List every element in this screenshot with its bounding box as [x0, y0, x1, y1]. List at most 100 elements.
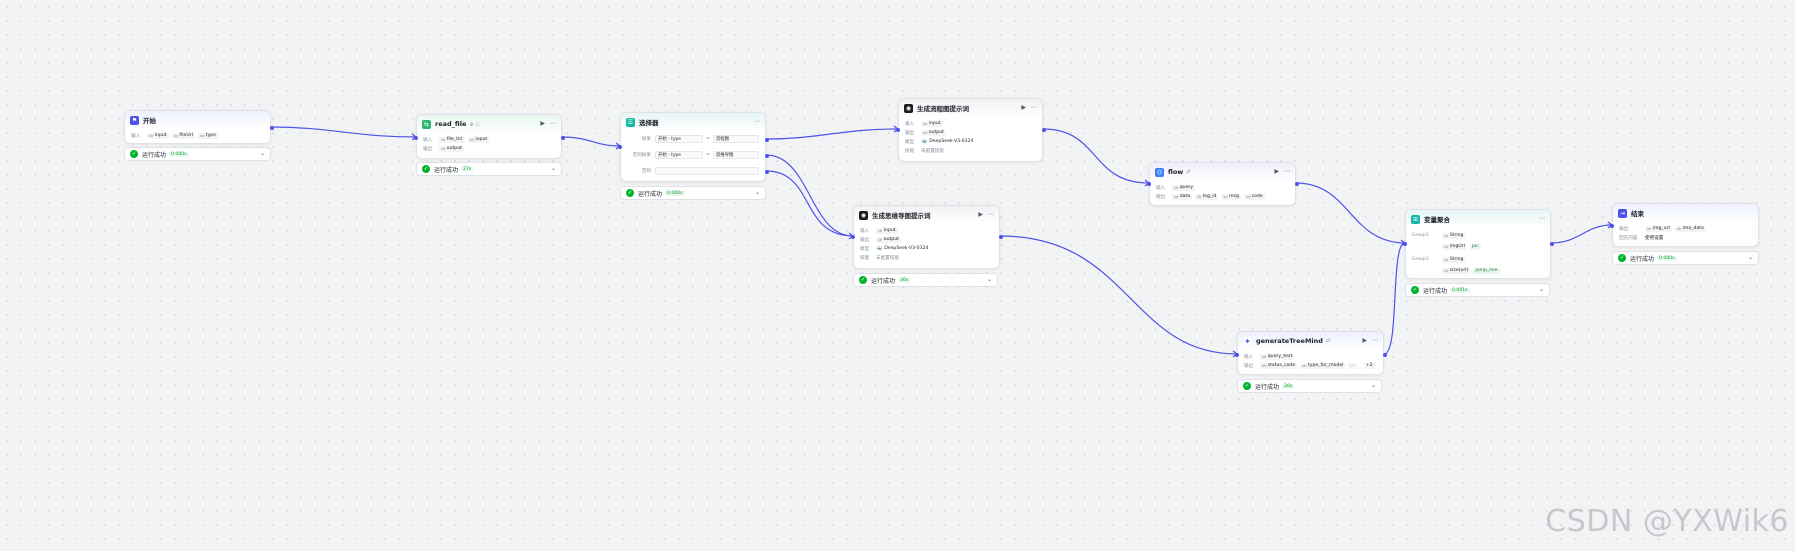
more-icon[interactable]: ⋯ — [1284, 168, 1290, 175]
more-icon[interactable]: ⋯ — [1031, 104, 1037, 111]
edge-start-readfile — [270, 126, 417, 138]
input-port[interactable] — [1235, 353, 1239, 357]
run-icon[interactable]: ▶ — [1274, 168, 1279, 175]
node-title: 开始 — [143, 117, 156, 125]
condition-elif: 否则如果 开始 - type = 思维导图 — [627, 150, 759, 159]
deepseek-icon: 🐳 — [921, 138, 928, 145]
node-selector-header: ☰ 选择器 ⋯ — [621, 113, 765, 131]
status-bar-end[interactable]: ✓ 运行成功 0.000s ⌄ — [1612, 251, 1759, 265]
input-port[interactable] — [896, 128, 900, 132]
merge-icon: ⊞ — [1411, 214, 1420, 224]
node-start-header: ⚑ 开始 — [125, 111, 270, 129]
branch-icon: ☰ — [626, 117, 635, 127]
chevron-down-icon[interactable]: ⌄ — [259, 150, 265, 157]
chevron-down-icon[interactable]: ⌄ — [754, 189, 760, 196]
run-icon[interactable]: ▶ — [1021, 104, 1026, 111]
condition-if: 如果 开始 - type = 流程图 — [627, 134, 759, 143]
check-circle-icon: ✓ — [1411, 286, 1419, 294]
check-circle-icon: ✓ — [130, 150, 138, 158]
ref-tag: jump_line — [1473, 267, 1500, 274]
chevron-down-icon[interactable]: ⌄ — [1538, 286, 1544, 293]
flag-icon: ⚑ — [130, 115, 139, 125]
param-tag: ... — [1348, 362, 1357, 369]
plugin-icon: ✦ — [1243, 336, 1252, 346]
status-bar-tree[interactable]: ✓ 运行成功 26s ⌄ — [1237, 379, 1382, 393]
output-port[interactable] — [1550, 242, 1554, 246]
input-port[interactable] — [1610, 224, 1614, 228]
plugin-icon: ⇆ — [422, 119, 431, 129]
deepseek-icon: 🐳 — [876, 245, 883, 252]
status-bar-merge[interactable]: ✓ 运行成功 0.001s ⌄ — [1405, 283, 1550, 297]
status-bar-selector[interactable]: ✓ 运行成功 0.000s ⌄ — [620, 186, 766, 200]
output-port[interactable] — [999, 235, 1003, 239]
run-icon[interactable]: ▶ — [978, 211, 983, 218]
more-icon[interactable]: ⋯ — [754, 118, 760, 125]
more-icon[interactable]: ⋯ — [1539, 215, 1545, 222]
link-icon[interactable]: ⇄ — [1325, 338, 1331, 344]
output-port-else[interactable] — [765, 170, 769, 174]
status-bar-read-file[interactable]: ✓ 运行成功 27s ⌄ — [416, 162, 562, 176]
status-bar-gen-mind[interactable]: ✓ 运行成功 36s ⌄ — [853, 273, 998, 287]
output-port[interactable] — [1042, 128, 1046, 132]
edge-selector-genmind-b — [765, 170, 854, 237]
edge-merge-end — [1550, 224, 1613, 244]
output-port[interactable] — [1383, 353, 1387, 357]
input-port[interactable] — [414, 136, 418, 140]
chevron-down-icon[interactable]: ⌄ — [986, 276, 992, 283]
more-badge: +2 — [1363, 362, 1375, 369]
chevron-down-icon[interactable]: ⌄ — [1370, 382, 1376, 389]
more-icon[interactable]: ⋯ — [988, 211, 994, 218]
run-icon[interactable]: ▶ — [1362, 337, 1367, 344]
output-port-elif[interactable] — [765, 154, 769, 158]
status-bar-start[interactable]: ✓ 运行成功 0.000s ⌄ — [124, 147, 271, 161]
output-port[interactable] — [561, 136, 565, 140]
run-time: 0.000s — [169, 151, 189, 157]
link-icon[interactable]: ⇄ — [1186, 169, 1191, 175]
input-port[interactable] — [618, 145, 622, 149]
info-icon[interactable]: ⊕ ⓘ — [469, 121, 481, 128]
output-port-if[interactable] — [765, 138, 769, 142]
more-icon[interactable]: ⋯ — [1372, 337, 1378, 344]
more-icon[interactable]: ⋯ — [550, 120, 556, 127]
edge-genmind-tree — [999, 235, 1238, 355]
input-port[interactable] — [1403, 242, 1407, 246]
condition-else: 否则 — [627, 166, 759, 175]
llm-icon: ◉ — [904, 103, 913, 113]
run-icon[interactable]: ▶ — [540, 120, 545, 127]
input-port[interactable] — [1147, 182, 1151, 186]
chevron-down-icon[interactable]: ⌄ — [550, 165, 556, 172]
output-port[interactable] — [1295, 182, 1299, 186]
watermark: CSDN @YXWik6 — [1545, 504, 1789, 539]
output-port[interactable] — [270, 126, 274, 130]
input-port[interactable] — [851, 235, 855, 239]
node-read-file-header: ⇆ read_file ⊕ ⓘ ▶⋯ — [417, 115, 561, 133]
chevron-down-icon[interactable]: ⌄ — [1747, 254, 1753, 261]
node-selector[interactable]: ☰ 选择器 ⋯ 如果 开始 - type = 流程图 否则如果 开始 - typ… — [618, 112, 769, 182]
